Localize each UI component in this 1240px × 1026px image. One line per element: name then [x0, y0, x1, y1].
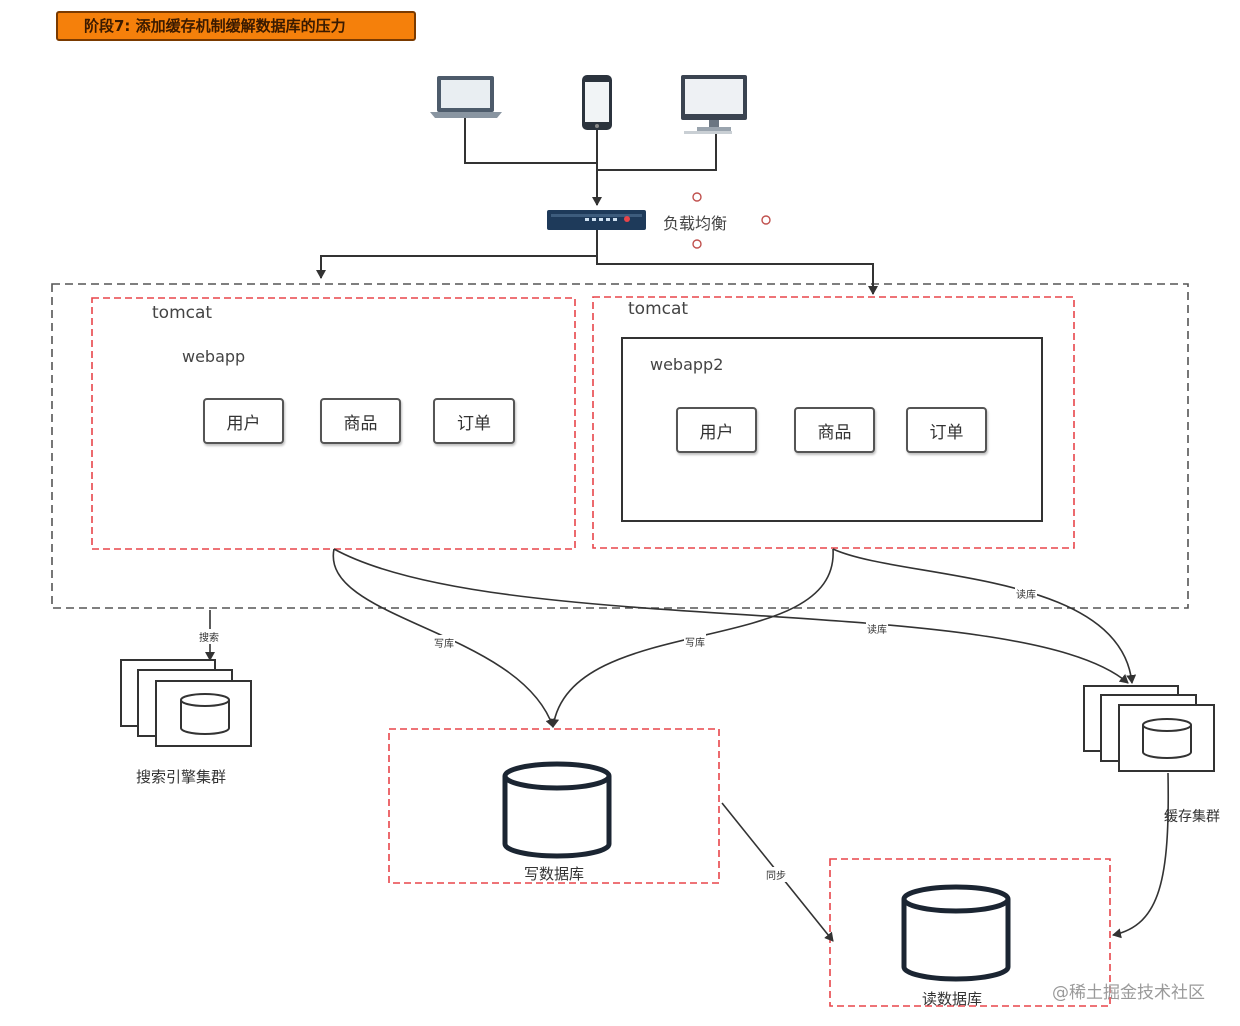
write-db-label: 写数据库	[524, 865, 585, 883]
edge-label-write-2: 写库	[684, 634, 706, 649]
device-connectors	[316, 117, 878, 295]
server-cluster-box	[51, 283, 1189, 609]
read-db-icon	[901, 884, 1011, 982]
read-edge-1	[333, 548, 1129, 684]
read-edge-2	[832, 548, 1137, 684]
search-cluster-icon	[120, 659, 252, 747]
module-order-2: 订单	[906, 407, 987, 453]
webapp-label-1: webapp	[182, 347, 246, 366]
cache-to-readdb-edge	[1112, 772, 1170, 939]
read-db-label: 读数据库	[922, 990, 983, 1008]
edge-label-read-1: 读库	[866, 621, 888, 636]
module-product-2: 商品	[794, 407, 875, 453]
module-order-1: 订单	[433, 398, 515, 444]
webapp2-box	[621, 337, 1043, 522]
cache-cluster-label: 缓存集群	[1164, 809, 1220, 825]
cache-cluster-icon	[1083, 685, 1215, 772]
module-user-2: 用户	[676, 407, 757, 453]
diagram-title: 阶段7: 添加缓存机制缓解数据库的压力	[56, 11, 416, 41]
module-product-1: 商品	[320, 398, 401, 444]
edge-label-sync: 同步	[765, 867, 787, 882]
search-cluster-label: 搜索引擎集群	[136, 768, 227, 786]
module-user-1: 用户	[203, 398, 284, 444]
selection-handle-icons	[692, 192, 771, 249]
tomcat-label-1: tomcat	[152, 303, 213, 323]
smartphone-icon	[582, 75, 612, 130]
edge-label-read-2: 读库	[1015, 586, 1037, 601]
edge-label-write-1: 写库	[433, 635, 455, 650]
laptop-icon	[430, 76, 502, 118]
watermark: @稀土掘金技术社区	[1052, 983, 1205, 1003]
tomcat-box-1	[91, 297, 576, 550]
webapp-label-2: webapp2	[650, 355, 724, 374]
tomcat-box-2	[592, 296, 1075, 549]
load-balancer-label: 负载均衡	[663, 214, 728, 233]
network-switch-icon	[547, 210, 646, 230]
read-db-box	[829, 858, 1111, 1007]
write-db-icon	[502, 761, 612, 859]
edge-label-search: 搜索	[198, 629, 220, 644]
write-db-box	[388, 728, 720, 884]
desktop-monitor-icon	[681, 75, 747, 134]
write-edge-1	[332, 548, 556, 728]
tomcat-label-2: tomcat	[628, 299, 689, 319]
